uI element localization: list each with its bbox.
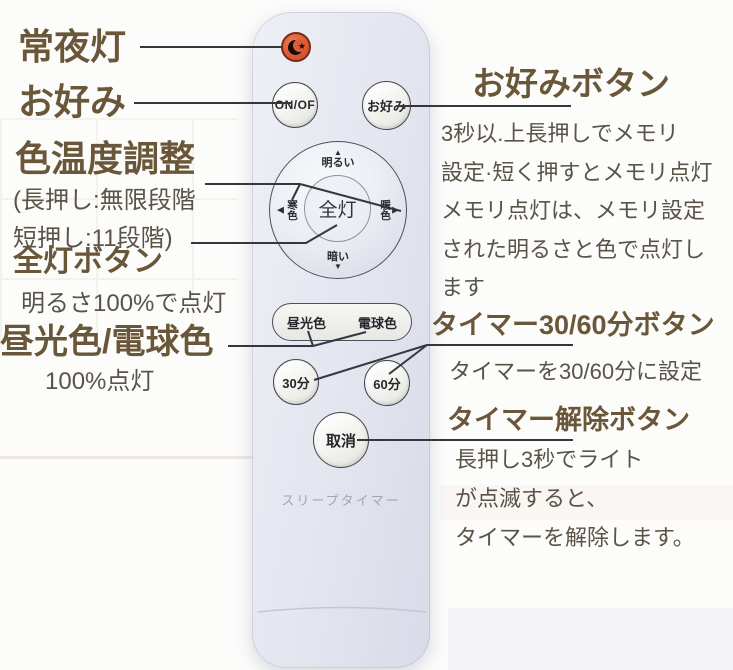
left-arrow-icon: ◀ [277, 204, 284, 215]
cancel-button[interactable]: 取消 [313, 412, 369, 468]
all-light-button[interactable]: 全灯 [304, 175, 371, 242]
dpad-left-cool-color[interactable]: ◀ 寒色 [277, 199, 298, 221]
daylight-button-label[interactable]: 昼光色 [287, 315, 327, 331]
timer-sub: タイマーを30/60分に設定 [449, 359, 703, 384]
dpad-down-dimmer[interactable]: 暗い ▼ [270, 251, 406, 271]
favorite-desc-line: された明るさと色で点灯し [441, 236, 706, 262]
favorite-description: 3秒以.上長押しでメモリ 設定·短く押すとメモリ点灯 メモリ点灯は、メモリ設定 … [441, 122, 712, 315]
dpad[interactable]: ▲ 明るい ◀ 寒色 全灯 暖色 ▶ 暗い ▼ [269, 141, 407, 279]
down-arrow-icon: ▼ [334, 262, 342, 271]
cancel-button-label: 取消 [325, 432, 356, 450]
favorite-desc-line: 設定·短く押すとメモリ点灯 [441, 159, 713, 185]
favorite-annotation-left: お好み [18, 81, 127, 122]
up-arrow-icon: ▲ [334, 148, 342, 157]
night-light-button[interactable]: ★ [281, 32, 311, 62]
sleep-timer-label: スリープタイマー [281, 493, 401, 508]
power-button-label: ON/OF [274, 98, 316, 112]
color-mode-rocker[interactable]: 昼光色 電球色 [272, 303, 412, 341]
favorite-button-label: お好み [366, 99, 406, 114]
cancel-desc-line: 長押し3秒でライト [455, 447, 644, 472]
background-band [448, 608, 733, 670]
timer-cancel-heading: タイマー解除ボタン [447, 405, 690, 435]
timer-30min-label: 30分 [282, 375, 310, 391]
dpad-up-brighter[interactable]: ▲ 明るい [270, 148, 406, 170]
power-button[interactable]: ON/OF [272, 82, 318, 128]
all-light-button-label: 全灯 [318, 200, 357, 221]
dpad-right-warm-color[interactable]: 暖色 ▶ [379, 200, 399, 221]
favorite-desc-line: メモリ点灯は、メモリ設定 [441, 198, 706, 223]
favorite-desc-line: 3秒以.上長押しでメモリ [441, 121, 679, 146]
dpad-up-label: 明るい [321, 157, 355, 169]
background-shelf-grid [0, 118, 238, 350]
star-icon: ★ [297, 41, 306, 51]
timer-60min-button[interactable]: 60分 [364, 360, 410, 406]
favorite-desc-line: ます [441, 275, 486, 300]
right-arrow-icon: ▶ [392, 204, 399, 215]
night-light-annotation: 常夜灯 [18, 26, 127, 67]
dpad-left-label: 寒色 [285, 199, 298, 221]
favorite-heading-right: お好みボタン [472, 65, 670, 102]
timer-heading: タイマー30/60分ボタン [431, 310, 715, 340]
favorite-button[interactable]: お好み [362, 81, 411, 130]
dpad-right-label: 暖色 [379, 199, 392, 221]
warm-button-label[interactable]: 電球色 [357, 315, 397, 331]
crescent-moon-icon [288, 39, 306, 55]
background-band [440, 485, 733, 520]
timer-30min-button[interactable]: 30分 [273, 359, 319, 405]
dpad-down-label: 暗い [327, 250, 349, 263]
daylight-sub: 100%点灯 [45, 368, 155, 395]
timer-60min-label: 60分 [373, 376, 401, 392]
cancel-desc-line: タイマーを解除します。 [455, 525, 695, 550]
remote-control-body: ★ ON/OF お好み ▲ 明るい ◀ 寒色 全灯 暖色 ▶ [252, 12, 430, 668]
background-table-edge [0, 456, 252, 459]
